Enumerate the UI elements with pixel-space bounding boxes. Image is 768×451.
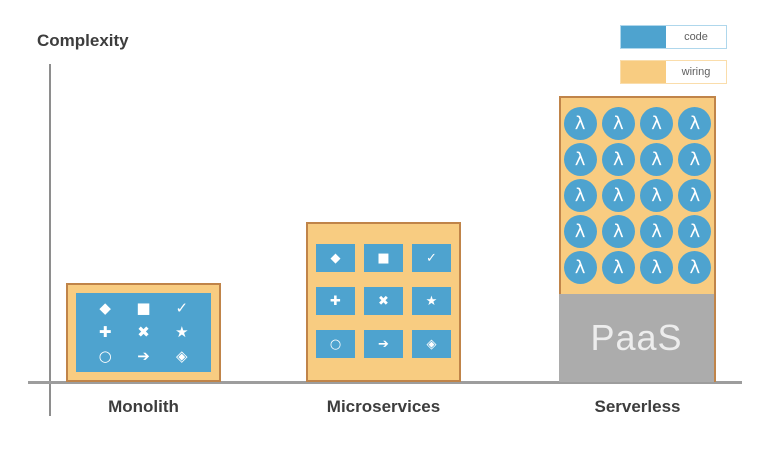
- code-tile: ✖: [364, 287, 403, 315]
- code-glyph-icon: ■: [136, 299, 151, 318]
- bar-microservices: ◆ ■ ✓ ✚ ✖ ★ ○ ➔ ◈: [306, 222, 461, 382]
- code-glyph-icon: ◈: [426, 336, 437, 352]
- code-glyph-icon: ○: [329, 336, 342, 352]
- lambda-icon: λ: [678, 179, 712, 212]
- code-tile: ✓: [412, 244, 451, 272]
- lambda-icon: λ: [601, 107, 635, 140]
- code-glyph-icon: ◆: [99, 299, 111, 318]
- y-axis-title: Complexity: [37, 31, 129, 50]
- lambda-icon: λ: [678, 215, 712, 248]
- code-glyph-icon: ✖: [378, 293, 389, 309]
- code-glyph-icon: ○: [98, 346, 112, 365]
- category-label-monolith: Monolith: [108, 397, 179, 416]
- lambda-icon: λ: [640, 251, 674, 284]
- code-glyph-icon: ➔: [137, 346, 150, 365]
- y-axis-line: [49, 64, 51, 416]
- code-glyph-icon: ✚: [98, 322, 112, 341]
- paas-label: PaaS: [590, 317, 683, 358]
- code-tile: ◆: [316, 244, 355, 272]
- code-glyph-icon: ✓: [426, 250, 437, 266]
- legend-item-code: code: [620, 25, 727, 49]
- code-glyph-icon: ✓: [175, 299, 189, 318]
- legend-item-wiring: wiring: [620, 60, 727, 84]
- lambda-icon: λ: [563, 179, 597, 212]
- code-glyph-icon: ✖: [137, 322, 150, 341]
- lambda-icon: λ: [640, 107, 674, 140]
- lambda-icon: λ: [678, 143, 712, 176]
- lambda-icon: λ: [563, 107, 597, 140]
- code-tile: ✚: [316, 287, 355, 315]
- x-axis-line: [28, 381, 742, 384]
- lambda-icon: λ: [563, 215, 597, 248]
- code-glyph-icon: ★: [175, 322, 189, 341]
- monolith-code-block: ◆ ■ ✓ ✚ ✖ ★ ○ ➔ ◈: [76, 293, 211, 372]
- legend: code wiring: [620, 25, 727, 84]
- code-glyph-icon: ➔: [378, 336, 389, 352]
- legend-label-code: code: [684, 31, 708, 43]
- wiring-color-swatch: [621, 61, 666, 83]
- code-tile: ○: [316, 330, 355, 358]
- lambda-icon: λ: [640, 179, 674, 212]
- lambda-icon: λ: [601, 215, 635, 248]
- legend-label-wiring: wiring: [681, 66, 711, 78]
- lambda-icon: λ: [678, 107, 712, 140]
- code-glyph-icon: ✚: [330, 293, 341, 309]
- lambda-icon: λ: [563, 143, 597, 176]
- lambda-icon: λ: [601, 179, 635, 212]
- lambda-icon: λ: [563, 251, 597, 284]
- paas-layer: PaaS: [559, 294, 714, 382]
- code-glyph-icon: ★: [425, 293, 438, 309]
- lambda-icon: λ: [640, 143, 674, 176]
- category-label-microservices: Microservices: [326, 397, 441, 416]
- code-glyph-icon: ■: [377, 250, 390, 266]
- code-tile: ➔: [364, 330, 403, 358]
- code-color-swatch: [621, 26, 666, 48]
- lambda-icon: λ: [601, 143, 635, 176]
- category-label-serverless: Serverless: [594, 397, 681, 416]
- code-tile: ★: [412, 287, 451, 315]
- lambda-icon: λ: [640, 215, 674, 248]
- code-tile: ◈: [412, 330, 451, 358]
- code-glyph-icon: ◆: [330, 250, 341, 266]
- code-glyph-icon: ◈: [176, 346, 188, 365]
- code-tile: ■: [364, 244, 403, 272]
- lambda-icon: λ: [678, 251, 712, 284]
- lambda-icon: λ: [601, 251, 635, 284]
- bar-monolith: ◆ ■ ✓ ✚ ✖ ★ ○ ➔ ◈: [66, 283, 221, 382]
